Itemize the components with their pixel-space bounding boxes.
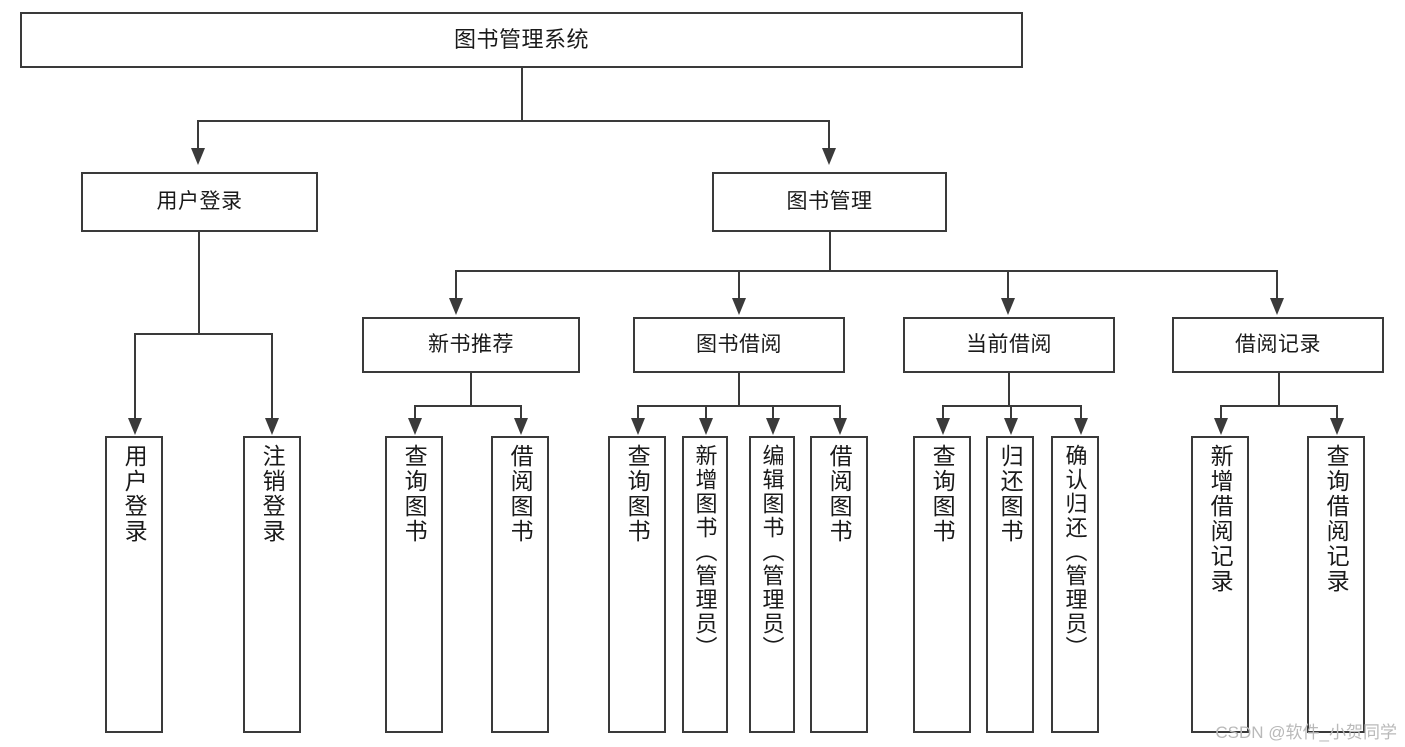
node-leaf-user-login[interactable]: 用户登录 [105, 436, 163, 733]
arrow-user-login-to-leaf-1 [128, 418, 142, 435]
connector-book-borrow-bus [637, 405, 841, 407]
node-label: 编辑图书（管理员） [759, 444, 785, 660]
connector-current-borrow-to-leaf-1 [942, 405, 944, 418]
node-label: 新增图书（管理员） [692, 444, 718, 660]
connector-user-login-bus [134, 333, 273, 335]
node-book-borrow[interactable]: 图书借阅 [633, 317, 845, 373]
arrow-book-manage-to-l3-1 [449, 298, 463, 315]
node-label: 归还图书 [997, 444, 1024, 544]
connector-borrow-record-to-leaf-1 [1220, 405, 1222, 418]
node-new-book-recommend[interactable]: 新书推荐 [362, 317, 580, 373]
connector-new-book-to-leaf-1 [414, 405, 416, 418]
connector-new-book-bus [414, 405, 522, 407]
connector-book-manage-bus [455, 270, 1278, 272]
connector-current-borrow-to-leaf-3 [1080, 405, 1082, 418]
arrow-borrow-record-to-leaf-1 [1214, 418, 1228, 435]
connector-user-login-stem [198, 232, 200, 333]
arrow-new-book-to-leaf-1 [408, 418, 422, 435]
arrow-book-manage-to-l3-3 [1001, 298, 1015, 315]
node-leaf-borrow-book-2[interactable]: 借阅图书 [810, 436, 868, 733]
node-user-login[interactable]: 用户登录 [81, 172, 318, 232]
node-label: 查询图书 [401, 444, 428, 544]
connector-book-borrow-to-leaf-1 [637, 405, 639, 418]
connector-current-borrow-stem [1008, 373, 1010, 405]
connector-user-login-to-leaf-2 [271, 333, 273, 418]
node-leaf-add-record[interactable]: 新增借阅记录 [1191, 436, 1249, 733]
arrow-new-book-to-leaf-2 [514, 418, 528, 435]
connector-new-book-to-leaf-2 [520, 405, 522, 418]
connector-book-manage-to-l3-2 [738, 270, 740, 298]
connector-borrow-record-to-leaf-2 [1336, 405, 1338, 418]
node-label: 确认归还（管理员） [1062, 444, 1088, 660]
connector-book-borrow-stem [738, 373, 740, 405]
node-label: 图书管理系统 [453, 27, 589, 53]
node-label: 新增借阅记录 [1207, 444, 1234, 594]
node-label: 当前借阅 [966, 332, 1052, 356]
node-book-manage[interactable]: 图书管理 [712, 172, 947, 232]
connector-root-to-book-manage [828, 120, 830, 148]
node-leaf-edit-book[interactable]: 编辑图书（管理员） [749, 436, 795, 733]
connector-book-manage-to-l3-1 [455, 270, 457, 298]
connector-book-manage-to-l3-4 [1276, 270, 1278, 298]
arrow-current-borrow-to-leaf-3 [1074, 418, 1088, 435]
node-label: 查询图书 [624, 444, 651, 544]
arrow-current-borrow-to-leaf-2 [1004, 418, 1018, 435]
arrow-book-borrow-to-leaf-2 [699, 418, 713, 435]
connector-borrow-record-stem [1278, 373, 1280, 405]
connector-root-stem [521, 68, 523, 121]
node-borrow-record[interactable]: 借阅记录 [1172, 317, 1384, 373]
node-label: 图书管理 [786, 189, 873, 213]
connector-book-manage-to-l3-3 [1007, 270, 1009, 298]
node-system-root[interactable]: 图书管理系统 [20, 12, 1023, 68]
node-label: 新书推荐 [428, 332, 514, 356]
connector-book-borrow-to-leaf-2 [705, 405, 707, 418]
connector-book-borrow-to-leaf-4 [839, 405, 841, 418]
arrow-user-login-to-leaf-2 [265, 418, 279, 435]
arrow-book-borrow-to-leaf-4 [833, 418, 847, 435]
node-leaf-borrow-book-1[interactable]: 借阅图书 [491, 436, 549, 733]
connector-new-book-stem [470, 373, 472, 405]
node-label: 用户登录 [156, 189, 243, 213]
connector-book-manage-stem [829, 232, 831, 270]
arrow-book-borrow-to-leaf-1 [631, 418, 645, 435]
node-label: 用户登录 [121, 444, 148, 544]
connector-book-borrow-to-leaf-3 [772, 405, 774, 418]
node-leaf-add-book[interactable]: 新增图书（管理员） [682, 436, 728, 733]
node-label: 借阅图书 [507, 444, 534, 544]
connector-user-login-to-leaf-1 [134, 333, 136, 418]
arrow-book-manage-to-l3-4 [1270, 298, 1284, 315]
node-label: 查询借阅记录 [1323, 444, 1350, 594]
arrow-current-borrow-to-leaf-1 [936, 418, 950, 435]
node-leaf-query-record[interactable]: 查询借阅记录 [1307, 436, 1365, 733]
arrow-root-to-user-login [191, 148, 205, 165]
node-leaf-query-book-1[interactable]: 查询图书 [385, 436, 443, 733]
node-label: 注销登录 [259, 444, 286, 544]
arrow-book-borrow-to-leaf-3 [766, 418, 780, 435]
node-label: 查询图书 [929, 444, 956, 544]
node-label: 借阅图书 [826, 444, 853, 544]
node-label: 图书借阅 [696, 332, 782, 356]
arrow-book-manage-to-l3-2 [732, 298, 746, 315]
arrow-borrow-record-to-leaf-2 [1330, 418, 1344, 435]
connector-current-borrow-to-leaf-2 [1010, 405, 1012, 418]
node-leaf-query-book-2[interactable]: 查询图书 [608, 436, 666, 733]
arrow-root-to-book-manage [822, 148, 836, 165]
node-leaf-query-book-3[interactable]: 查询图书 [913, 436, 971, 733]
node-leaf-logout[interactable]: 注销登录 [243, 436, 301, 733]
node-leaf-return-book[interactable]: 归还图书 [986, 436, 1034, 733]
node-label: 借阅记录 [1235, 332, 1321, 356]
node-current-borrow[interactable]: 当前借阅 [903, 317, 1115, 373]
connector-borrow-record-bus [1220, 405, 1338, 407]
node-leaf-confirm-return[interactable]: 确认归还（管理员） [1051, 436, 1099, 733]
connector-current-borrow-bus [942, 405, 1082, 407]
connector-root-bus [197, 120, 829, 122]
connector-root-to-user-login [197, 120, 199, 148]
